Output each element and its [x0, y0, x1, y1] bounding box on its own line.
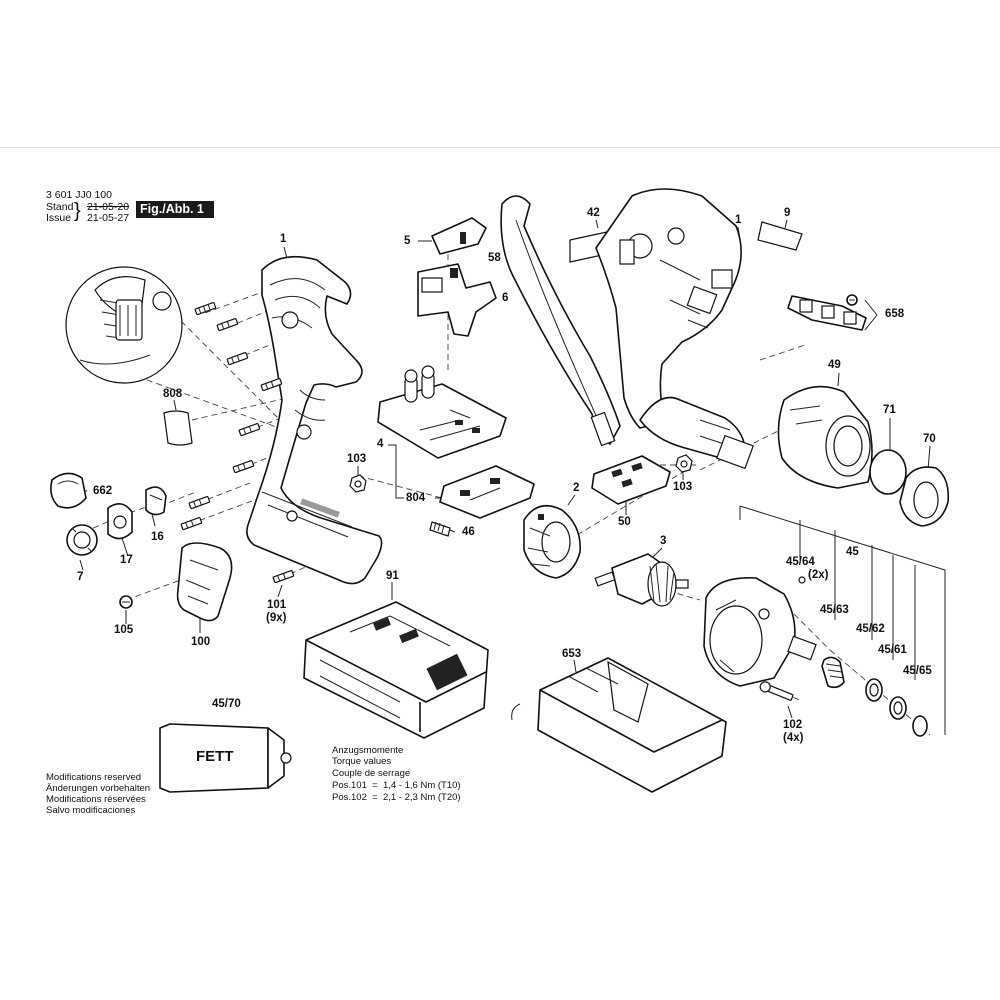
torque-line-3: Couple de serrage: [332, 768, 411, 779]
part-label-804: 804: [406, 492, 426, 504]
strap-58: [500, 195, 621, 447]
group-brackets: [388, 444, 946, 735]
charger-653: [511, 657, 727, 793]
part-label-662: 662: [93, 485, 113, 497]
motor-stator-2: [523, 504, 581, 579]
part-label-4: 4: [377, 438, 384, 450]
part-label-45-61: 45/61: [878, 644, 907, 656]
part-label-2x: (2x): [808, 569, 829, 581]
cap-70: [899, 466, 950, 527]
part-label-9x: (9x): [266, 612, 287, 624]
part-label-91: 91: [386, 570, 399, 582]
part-label-16: 16: [151, 531, 164, 543]
part-label-100: 100: [191, 636, 211, 648]
part-label-46: 46: [462, 526, 475, 538]
part-label-9: 9: [784, 207, 791, 219]
belt-clip-100: [176, 542, 233, 622]
part-label-105: 105: [114, 624, 134, 636]
label-9: [757, 221, 803, 251]
part-label-45-64: 45/64: [786, 556, 815, 568]
torque-line-5: Pos.102 = 2,1 - 2,3 Nm (T20): [332, 792, 461, 803]
modifications-de: Änderungen vorbehalten: [46, 783, 151, 794]
screw-105: [119, 595, 133, 609]
modifications-es: Salvo modificaciones: [46, 805, 136, 816]
part-label-1-right: 1: [735, 214, 742, 226]
figure-label: Fig./Abb. 1: [136, 201, 214, 218]
slider-5: [431, 217, 487, 255]
knob-7: [66, 524, 98, 556]
part-label-4x: (4x): [783, 732, 804, 744]
battery-91: [303, 601, 489, 739]
part-label-102: 102: [783, 719, 803, 731]
top-divider: [0, 147, 1000, 148]
modifications-fr: Modifications réservées: [46, 794, 146, 805]
part-label-1: 1: [280, 233, 287, 245]
part-label-70: 70: [923, 433, 936, 445]
part-label-45-65: 45/65: [903, 665, 932, 677]
part-label-49: 49: [828, 359, 841, 371]
cap-662: [50, 472, 87, 509]
ring-71: [869, 449, 907, 495]
spring-46: [429, 521, 451, 537]
trigger-switch-6: [417, 263, 497, 337]
part-number: 3 601 JJ0 100: [46, 189, 112, 201]
part-label-17: 17: [120, 554, 133, 566]
spring-45-63: [821, 656, 845, 689]
part-label-50: 50: [618, 516, 631, 528]
torque-line-1: Anzugsmomente: [332, 745, 404, 756]
ball-45-64: [798, 576, 806, 584]
part-label-45-70: 45/70: [212, 698, 241, 710]
label-808: [163, 410, 193, 446]
rotor-3: [594, 553, 689, 607]
screws-101: [180, 302, 295, 584]
part-label-6: 6: [502, 292, 509, 304]
part-label-658: 658: [885, 308, 905, 320]
part-label-3: 3: [660, 535, 667, 547]
part-label-7: 7: [77, 571, 84, 583]
part-label-2: 2: [573, 482, 580, 494]
modifications-en: Modifications reserved: [46, 772, 142, 783]
bracket-658: [787, 294, 867, 331]
button-16: [145, 486, 167, 516]
issue-label: Issue: [46, 212, 72, 224]
part-label-71: 71: [883, 404, 896, 416]
part-label-45-62: 45/62: [856, 623, 885, 635]
detail-magnifier: [65, 266, 183, 384]
screw-102: [759, 681, 794, 701]
part-label-103-left: 103: [347, 453, 367, 465]
brace-icon: }: [74, 200, 81, 222]
part-label-103-right: 103: [673, 481, 693, 493]
part-label-101: 101: [267, 599, 287, 611]
stand-label: Stand: [46, 201, 74, 213]
part-label-58: 58: [488, 252, 501, 264]
washer-45-62: [865, 678, 883, 702]
part-label-45-63: 45/63: [820, 604, 849, 616]
torque-line-2: Torque values: [332, 756, 392, 767]
pcb-804: [439, 465, 535, 519]
hammer-housing-45: [703, 577, 817, 687]
grease-tube: [159, 723, 292, 793]
grease-label: FETT: [196, 748, 234, 765]
part-label-653: 653: [562, 648, 582, 660]
part-label-5: 5: [404, 235, 411, 247]
part-label-42: 42: [587, 207, 600, 219]
switch-17: [107, 503, 133, 540]
cover-50: [591, 455, 671, 505]
part-label-45: 45: [846, 546, 859, 558]
gear-housing-49: [777, 385, 873, 489]
washer-45-61: [889, 696, 907, 720]
circlip-45-65: [912, 715, 928, 737]
stand-date: 21-05-20: [87, 201, 130, 213]
torque-line-4: Pos.101 = 1,4 - 1,6 Nm (T10): [332, 780, 461, 791]
housing-left: [246, 255, 383, 585]
housing-right: [595, 188, 754, 470]
electronics-board-4: [377, 365, 507, 459]
part-label-808: 808: [163, 388, 183, 400]
issue-date: 21-05-27: [87, 212, 130, 224]
